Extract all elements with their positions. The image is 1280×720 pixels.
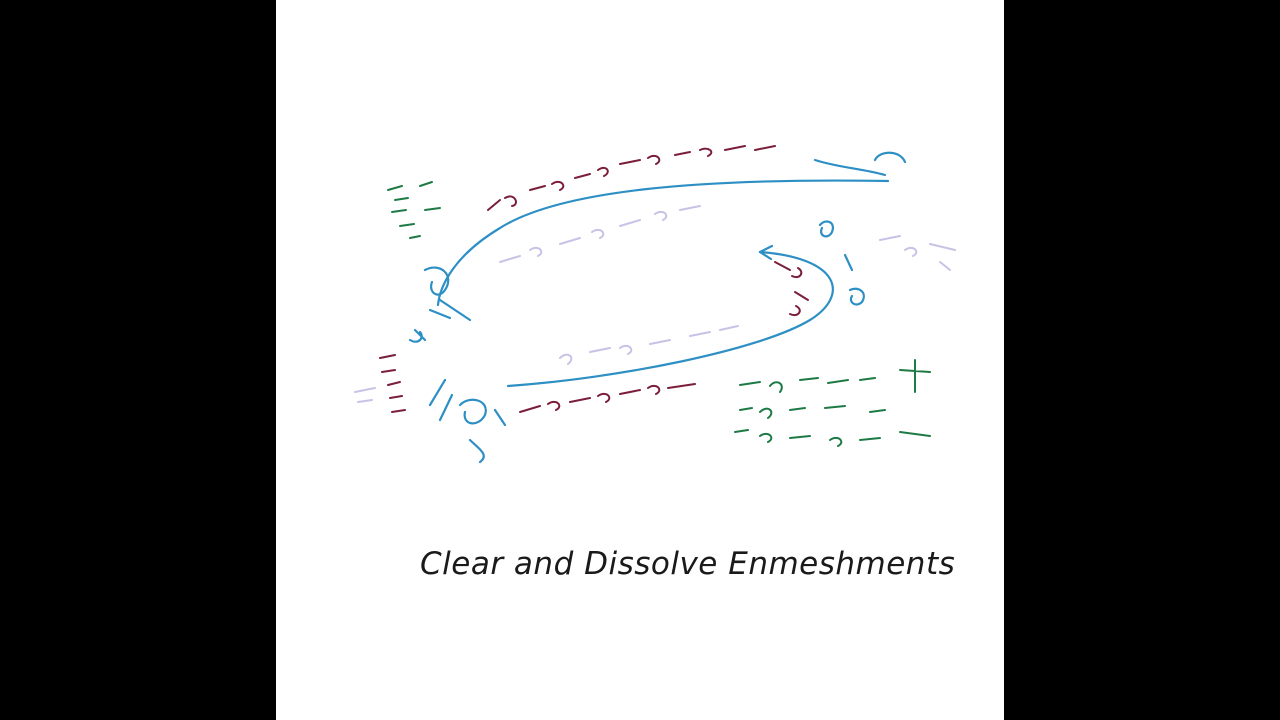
top-label-scribble xyxy=(487,145,776,211)
blue-loop xyxy=(408,151,907,464)
bottom-right-note xyxy=(734,359,931,447)
caption-title: Clear and Dissolve Enmeshments xyxy=(420,546,956,582)
top-left-note xyxy=(387,181,441,239)
upper-arc xyxy=(436,179,890,307)
left-letterbox xyxy=(0,0,276,720)
right-arc-scribble xyxy=(774,261,809,316)
faded-upper xyxy=(499,205,701,263)
maroon-annotations xyxy=(379,145,809,413)
paper-sheet xyxy=(276,0,1004,720)
right-cluster xyxy=(818,220,865,306)
faded-annotations xyxy=(354,205,956,403)
top-right-mark xyxy=(813,151,907,177)
left-stack-scribble xyxy=(379,354,406,413)
green-notes xyxy=(387,181,931,447)
left-cluster xyxy=(408,266,472,343)
right-letterbox xyxy=(1004,0,1280,720)
arrow-head-right xyxy=(758,244,774,261)
faded-left xyxy=(354,387,376,403)
lower-left-cluster xyxy=(428,378,507,464)
lower-arc xyxy=(506,250,834,388)
faded-lower xyxy=(559,325,739,365)
faded-right xyxy=(879,235,956,271)
bottom-label-scribble xyxy=(519,383,696,413)
